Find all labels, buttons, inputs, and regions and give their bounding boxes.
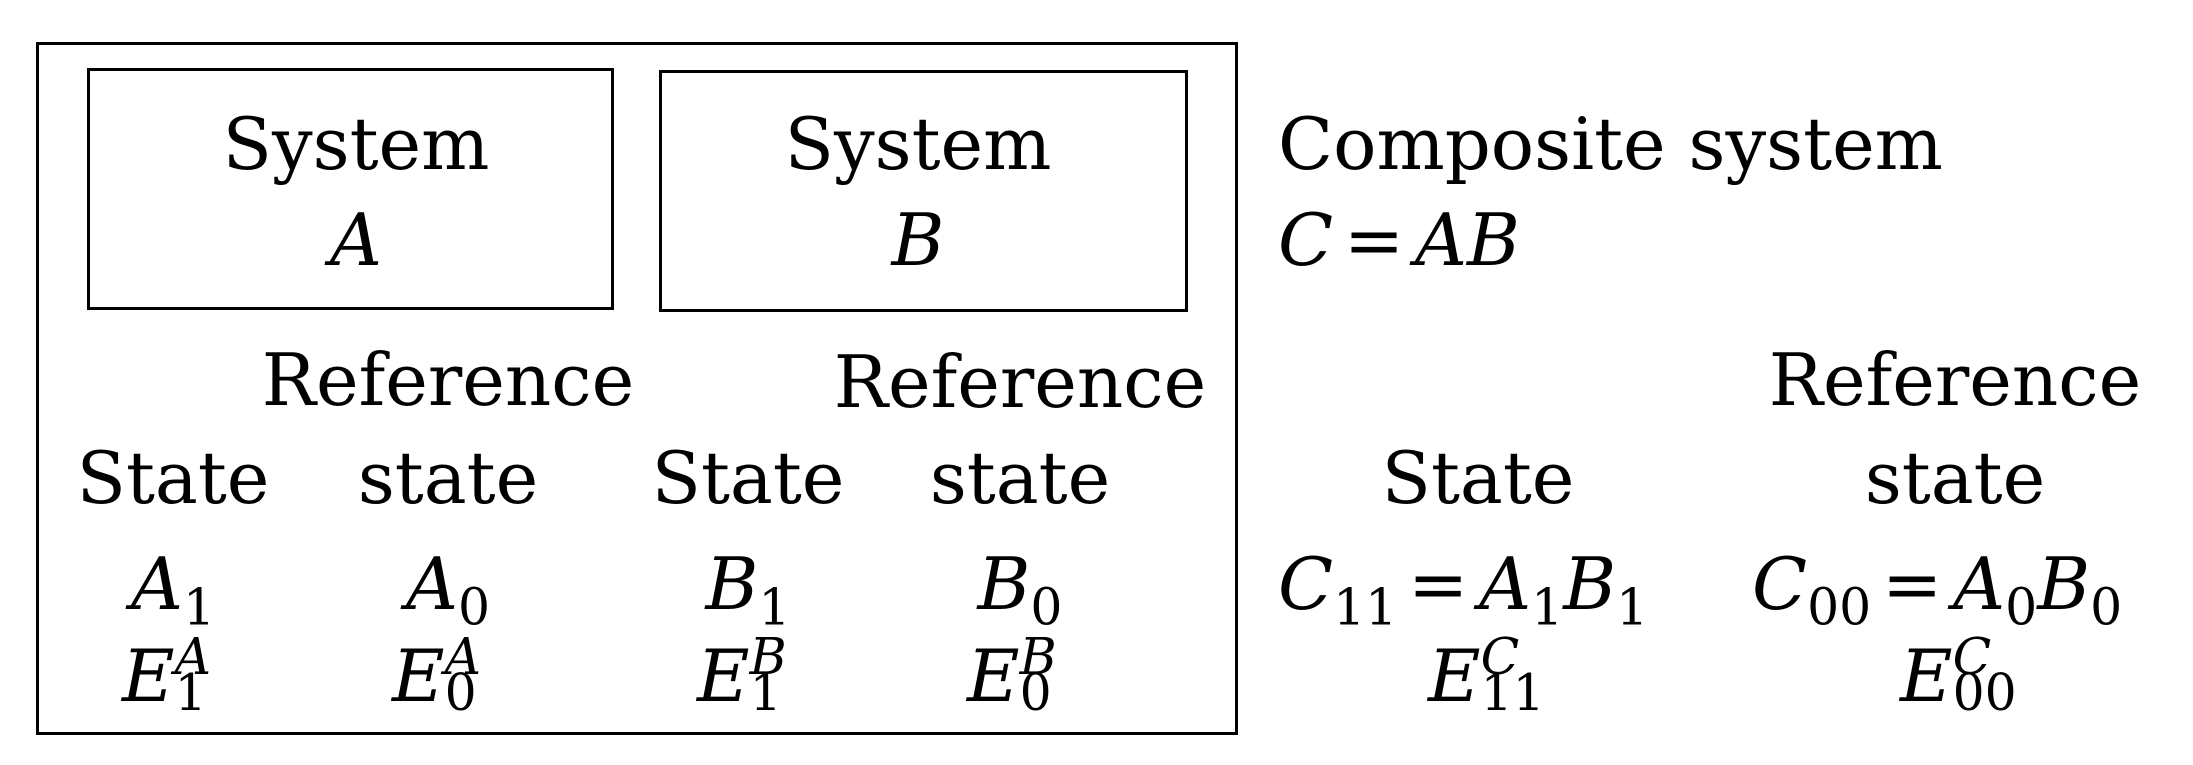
state-c00-equation: C00=A0B0 — [1752, 542, 2123, 637]
state-label-c: State — [1381, 436, 1575, 520]
composite-definition: C=AB — [1278, 198, 1520, 282]
reference-label-a: Reference — [261, 338, 635, 422]
state-b1: B1 — [705, 542, 791, 637]
reference-state-label-a: state — [357, 436, 539, 520]
state-b0: B0 — [977, 542, 1063, 637]
system-a-label: System — [222, 102, 490, 186]
state-label-a: State — [76, 436, 270, 520]
state-a0: A0 — [405, 542, 491, 637]
system-b-symbol: B — [891, 198, 945, 282]
state-c11-equation: C11=A1B1 — [1278, 542, 1649, 637]
system-a-box — [87, 68, 614, 310]
outer-frame — [36, 42, 1238, 735]
composite-system-label: Composite system — [1278, 102, 1943, 186]
reference-state-label-b: state — [929, 436, 1111, 520]
state-label-b: State — [651, 436, 845, 520]
reference-label-b: Reference — [833, 340, 1207, 424]
system-b-box — [659, 70, 1188, 312]
system-b-label: System — [784, 102, 1052, 186]
system-a-symbol: A — [330, 198, 382, 282]
state-a1: A1 — [130, 542, 216, 637]
reference-state-label-c: state — [1864, 436, 2046, 520]
reference-label-c: Reference — [1768, 338, 2142, 422]
